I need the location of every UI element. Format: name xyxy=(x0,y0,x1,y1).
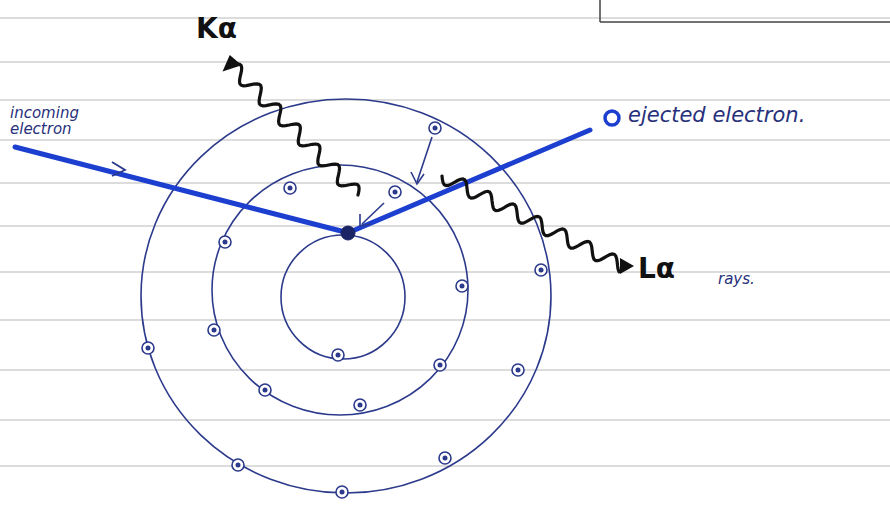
transition-arrows xyxy=(360,137,432,226)
electron-core xyxy=(263,388,268,393)
lalpha-label: Lα xyxy=(638,254,675,283)
lalpha-head xyxy=(620,258,634,274)
kalpha-head xyxy=(220,53,242,71)
electron-dot xyxy=(336,486,348,498)
electron-dot xyxy=(512,364,524,376)
electron-dot xyxy=(208,324,220,336)
electron-dot xyxy=(259,384,271,396)
electron-dot xyxy=(439,452,451,464)
rays-label: rays. xyxy=(718,272,755,288)
corner-box xyxy=(600,0,890,22)
electron-core xyxy=(336,353,341,358)
electron-shells xyxy=(141,99,551,493)
electron-dot xyxy=(232,459,244,471)
electron-dot xyxy=(142,342,154,354)
ruled-line xyxy=(0,61,890,62)
electron-core xyxy=(438,363,443,368)
electron-core xyxy=(212,328,217,333)
ruled-line xyxy=(0,271,890,272)
electron-dot xyxy=(535,264,547,276)
vacancy-electron xyxy=(341,226,355,240)
electron-core xyxy=(433,126,438,131)
electron-core xyxy=(146,346,151,351)
ruled-line xyxy=(0,465,890,466)
ruled-line xyxy=(0,17,890,18)
ruled-line xyxy=(0,319,890,320)
xray-waves xyxy=(234,64,619,272)
electron-core xyxy=(539,268,544,273)
electron-dot xyxy=(429,122,441,134)
ejected-electron xyxy=(605,111,619,125)
electron-dot xyxy=(456,280,468,292)
electron-dot xyxy=(434,359,446,371)
electron-core xyxy=(288,186,293,191)
electron-core xyxy=(393,190,398,195)
electron-dot xyxy=(389,186,401,198)
electron-core xyxy=(460,284,465,289)
notebook-lines xyxy=(0,18,890,466)
ruled-line xyxy=(0,139,890,140)
electron-core xyxy=(443,456,448,461)
electron-core xyxy=(516,368,521,373)
electron-core xyxy=(340,490,345,495)
ruled-line xyxy=(0,225,890,226)
ruled-line xyxy=(0,99,890,100)
electron-core xyxy=(223,240,228,245)
electron-dot xyxy=(284,182,296,194)
kalpha-wave xyxy=(234,64,359,195)
electron-dot xyxy=(354,399,366,411)
incoming-label: incoming electron xyxy=(10,106,120,138)
electron-dot xyxy=(219,236,231,248)
kalpha-label: Kα xyxy=(196,14,237,43)
ejected-label: ejected electron. xyxy=(628,104,805,126)
lalpha-wave xyxy=(442,176,619,272)
ruled-line xyxy=(0,419,890,420)
electron-core xyxy=(236,463,241,468)
direction-mark xyxy=(112,162,125,176)
electron-dot xyxy=(332,349,344,361)
electron-core xyxy=(358,403,363,408)
electrons xyxy=(142,122,547,498)
